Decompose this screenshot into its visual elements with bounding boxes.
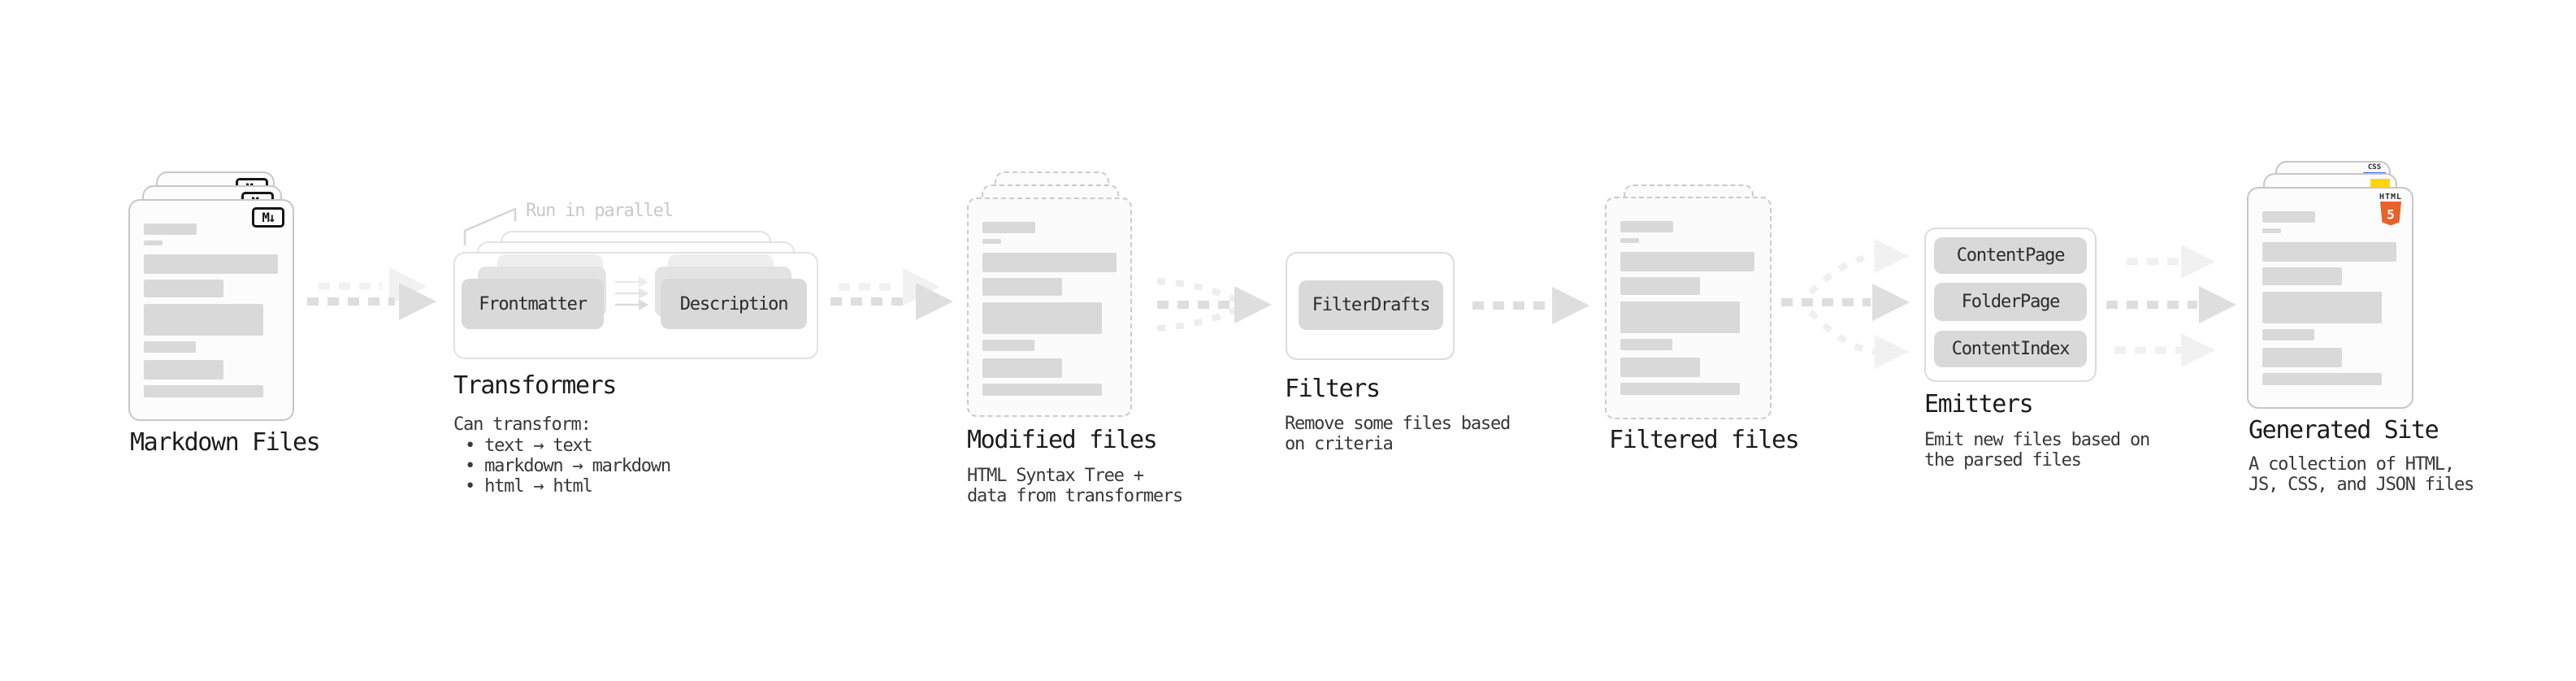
stage-title-generated-site: Generated Site [2249, 416, 2439, 445]
placeholder-text-bar [2262, 348, 2342, 367]
file-content-placeholder [1620, 221, 1770, 418]
contentpage-button: ContentPage [1934, 237, 2087, 274]
stage-title-markdown-files: Markdown Files [130, 428, 321, 457]
transformers-bullet: • text → text [465, 436, 593, 456]
placeholder-text-bar [2262, 242, 2396, 262]
folderpage-button: FolderPage [1934, 283, 2087, 321]
placeholder-text-bar [2262, 211, 2315, 223]
site-file-card-html: HTML 5 [2247, 187, 2413, 409]
filtered-file-card [1605, 197, 1772, 419]
placeholder-text-bar [982, 384, 1102, 396]
file-content-placeholder [2262, 211, 2412, 407]
file-content-placeholder [982, 222, 1130, 415]
placeholder-text-bar [982, 340, 1034, 351]
placeholder-text-bar [144, 223, 197, 235]
placeholder-text-bar [144, 304, 263, 336]
run-in-parallel-note: Run in parallel [526, 201, 674, 221]
frontmatter-button: Frontmatter [462, 279, 604, 329]
placeholder-text-bar [1620, 221, 1673, 232]
placeholder-text-bar [1620, 277, 1700, 295]
placeholder-text-bar [2262, 228, 2281, 233]
modified-files-desc-line: HTML Syntax Tree + [967, 466, 1144, 486]
placeholder-text-bar [2262, 292, 2382, 323]
placeholder-text-bar [144, 241, 163, 245]
arrow-emitters-to-site [2106, 245, 2236, 367]
transformers-bullet: • html → html [465, 476, 593, 497]
placeholder-text-bar [2262, 373, 2382, 385]
placeholder-text-bar [1620, 252, 1754, 271]
description-button: Description [661, 279, 807, 329]
arrow-filtered-to-emitters-diverge [1781, 239, 1910, 369]
modified-file-card [967, 197, 1132, 417]
transformers-intro: Can transform: [453, 414, 592, 435]
arrow-filters-to-filtered [1472, 287, 1589, 324]
placeholder-text-bar [982, 302, 1102, 334]
stage-title-transformers: Transformers [453, 371, 617, 400]
placeholder-text-bar [2262, 329, 2314, 340]
placeholder-text-bar [982, 239, 1001, 244]
placeholder-text-bar [982, 278, 1062, 296]
emitters-desc-line: Emit new files based on [1924, 430, 2150, 450]
filters-desc-line: on criteria [1285, 434, 1394, 454]
modified-files-desc-line: data from transformers [967, 486, 1183, 506]
arrow-transformers-to-modified [830, 268, 953, 320]
placeholder-text-bar [1620, 301, 1740, 333]
svg-text:5: 5 [2387, 207, 2395, 223]
html5-shield: 5 [2380, 202, 2401, 226]
markdown-icon: M↓ [252, 207, 284, 228]
placeholder-text-bar [2262, 267, 2342, 285]
arrow-modified-to-filters-merge [1156, 278, 1272, 332]
transformers-bullet: • markdown → markdown [465, 456, 671, 476]
placeholder-text-bar [144, 341, 196, 353]
stage-title-filtered-files: Filtered files [1609, 426, 1800, 454]
stage-title-filters: Filters [1285, 375, 1381, 403]
placeholder-text-bar [1620, 339, 1672, 350]
placeholder-text-bar [144, 254, 278, 274]
markdown-file-card: M↓ [128, 199, 294, 421]
generated-site-desc-line: JS, CSS, and JSON files [2249, 475, 2474, 495]
contentindex-button: ContentIndex [1934, 331, 2087, 367]
placeholder-text-bar [982, 358, 1062, 378]
stage-title-emitters: Emitters [1924, 390, 2034, 419]
file-content-placeholder [144, 223, 293, 419]
placeholder-text-bar [982, 253, 1117, 272]
placeholder-text-bar [1620, 238, 1639, 243]
placeholder-text-bar [144, 280, 223, 297]
placeholder-text-bar [1620, 383, 1740, 395]
html5-icon-word: HTML [2379, 193, 2403, 202]
filterdrafts-button: FilterDrafts [1299, 280, 1443, 330]
html5-icon: HTML 5 [2379, 193, 2402, 229]
generated-site-desc-line: A collection of HTML, [2249, 454, 2455, 475]
filters-desc-line: Remove some files based [1285, 414, 1511, 434]
js-icon [2370, 179, 2390, 189]
emitters-desc-line: the parsed files [1924, 450, 2082, 471]
placeholder-text-bar [144, 385, 263, 397]
placeholder-text-bar [144, 360, 223, 380]
stage-title-modified-files: Modified files [967, 426, 1158, 454]
placeholder-text-bar [982, 222, 1035, 233]
placeholder-text-bar [1620, 358, 1700, 377]
arrow-markdown-to-transformers [307, 267, 436, 320]
